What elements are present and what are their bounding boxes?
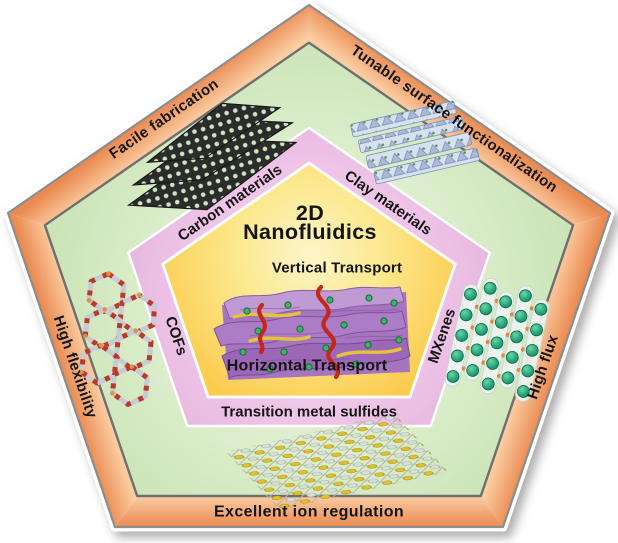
vertical-transport-paths bbox=[257, 284, 341, 380]
cof-node bbox=[106, 271, 111, 276]
outer-attribute-ring bbox=[8, 5, 610, 527]
mxene-atom bbox=[518, 289, 532, 303]
ion-dot bbox=[352, 360, 360, 368]
ion-dot bbox=[326, 296, 334, 304]
mxene-atom bbox=[534, 302, 548, 316]
ion-dot bbox=[266, 365, 274, 373]
membrane-sheet bbox=[223, 286, 405, 320]
cof-illustration bbox=[79, 271, 158, 407]
mxene-atom bbox=[505, 350, 519, 364]
mxene-atom bbox=[494, 315, 508, 329]
ion-dot bbox=[254, 327, 262, 335]
cof-ring-bonds bbox=[117, 292, 158, 336]
ion-dot bbox=[340, 321, 348, 329]
cof-node bbox=[79, 369, 84, 375]
mxene-atom bbox=[466, 364, 480, 377]
mxene-atom bbox=[464, 287, 477, 301]
cof-node bbox=[133, 328, 138, 334]
mxene-atom bbox=[525, 343, 539, 357]
core-title-line2: Nanofluidics bbox=[243, 220, 377, 244]
ion-dot bbox=[296, 325, 304, 333]
cof-ring-bonds bbox=[113, 328, 154, 372]
cof-node bbox=[102, 307, 108, 312]
mxene-atom bbox=[521, 364, 535, 378]
label-transition-metal-sulfides: Transition metal sulfides bbox=[221, 404, 397, 421]
mxene-atom bbox=[517, 385, 530, 398]
cof-ring-bonds bbox=[79, 342, 119, 386]
ion-dot bbox=[280, 348, 288, 356]
core-title-line1: 2D bbox=[296, 201, 324, 225]
outer-ring-segment bbox=[8, 213, 138, 527]
ion-dot bbox=[380, 317, 388, 325]
ion-dot bbox=[364, 341, 372, 349]
mxene-atom bbox=[475, 322, 488, 336]
outer-ring-segment bbox=[8, 5, 309, 226]
membrane-illustration bbox=[213, 284, 411, 380]
horizontal-transport-label: Horizontal Transport bbox=[227, 358, 388, 375]
ion-dot bbox=[390, 299, 398, 307]
horizontal-transport-paths bbox=[232, 311, 402, 358]
vertical-transport-label: Vertical Transport bbox=[272, 260, 402, 277]
cof-node bbox=[129, 364, 135, 369]
mxene-atom bbox=[530, 323, 543, 337]
mxene-atom bbox=[510, 330, 524, 344]
mxene-atom bbox=[486, 357, 499, 370]
mxene-atom bbox=[481, 377, 495, 391]
mxene-atom bbox=[479, 302, 493, 316]
ion-dots bbox=[239, 294, 403, 373]
outer-ring-segment bbox=[115, 496, 503, 527]
tms-illustration bbox=[226, 413, 448, 511]
mxene-illustration bbox=[444, 277, 550, 402]
ion-dot bbox=[243, 307, 251, 315]
mxene-atom bbox=[483, 281, 497, 295]
cof-ring-bonds bbox=[109, 364, 150, 407]
clay-materials-illustration bbox=[350, 100, 480, 185]
mxene-atom bbox=[501, 371, 515, 385]
ion-dot bbox=[395, 336, 403, 344]
mxene-atom bbox=[459, 308, 473, 322]
cof-node bbox=[86, 297, 92, 303]
cof-node bbox=[110, 390, 115, 396]
ion-dot bbox=[239, 348, 247, 356]
mxene-atom bbox=[499, 295, 513, 309]
outer-ring-segment bbox=[309, 5, 610, 226]
ion-dot bbox=[365, 294, 373, 302]
ion-dot bbox=[305, 363, 313, 371]
mxene-atom bbox=[446, 370, 460, 383]
cof-node bbox=[137, 292, 142, 298]
mxene-atom bbox=[455, 329, 469, 342]
mxene-atom bbox=[490, 336, 504, 350]
mxene-atom bbox=[470, 343, 484, 357]
pentagon-outline bbox=[6, 3, 612, 529]
carbon-materials-illustration bbox=[126, 102, 298, 211]
cof-node bbox=[98, 342, 104, 348]
label-excellent-ion-regulation: Excellent ion regulation bbox=[214, 504, 404, 521]
cof-node bbox=[83, 333, 88, 339]
ion-dot bbox=[322, 344, 330, 352]
outer-ring-segment bbox=[480, 213, 610, 527]
ion-dot bbox=[284, 301, 292, 309]
mxene-atom bbox=[450, 349, 464, 363]
mxene-atom bbox=[514, 309, 528, 323]
